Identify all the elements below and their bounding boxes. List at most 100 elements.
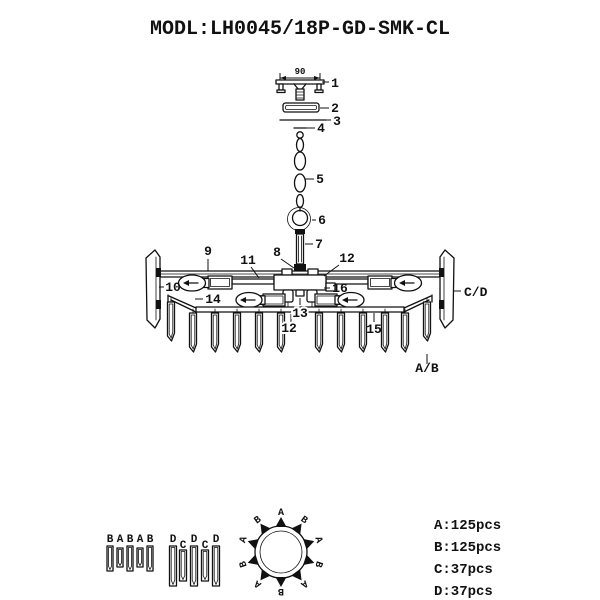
callout-11: 11 [240,253,256,268]
upper-left-bulb [177,274,210,292]
crystal-rod-b [126,545,134,572]
ring-marker-icon [247,539,259,550]
canopy [282,102,320,113]
bom-list: A:125pcs B:125pcs C:37pcs D:37pcs [434,518,501,600]
left-end-panel [145,249,161,329]
crystal-rod-d [211,545,221,587]
upper-right-socket [367,275,393,290]
ring-marker-icon [247,554,259,565]
ring-letter: B [238,559,250,568]
ring-marker-icon [291,568,302,581]
leader-lines [159,81,461,364]
legend-letter: D [213,534,220,546]
rod-coupler [294,264,306,271]
ring-letter: B [311,559,323,568]
legend-letter: C [180,540,187,552]
lower-left-socket [262,293,286,307]
ring-letter: A [253,577,264,589]
hub-nipple [295,289,305,297]
crystal-drop [314,308,324,353]
model-title: MODL:LH0045/18P-GD-SMK-CL [150,18,450,41]
callout-13: 13 [292,306,308,321]
callout-4: 4 [317,121,325,136]
right-end-panel [439,249,455,329]
callout-3: 3 [333,114,341,129]
callout-12-lower: 12 [281,321,297,336]
part-callouts: 1 2 3 4 5 6 7 8 9 10 11 12 12 13 14 15 1… [165,76,487,376]
upper-right-bulb [390,274,423,292]
legend-letter: D [191,534,198,546]
crystal-drop [422,297,432,342]
insert-arrow-icon [342,297,348,303]
insert-arrow-icon [399,280,405,286]
upper-left-socket [207,275,233,290]
callout-cd: C/D [464,285,488,300]
lower-ring-bar [167,294,433,313]
ring-letter: B [253,515,264,527]
crystal-rod-d [168,545,178,587]
legend-letter: A [117,534,124,546]
ceiling-bracket [275,79,325,101]
ring-marker-icon [303,554,315,565]
callout-12-upper: 12 [339,251,355,266]
crystal-drop [336,308,346,353]
legend-letter: B [127,534,134,546]
bom-item: C:37pcs [434,562,493,578]
crystal-rod-a [116,547,124,568]
callout-16: 16 [332,281,348,296]
crystal-rod-c [178,549,188,582]
center-hub [273,268,336,309]
legend-letter: A [137,534,144,546]
crystal-rod-c [200,549,210,582]
lower-left-bulb [235,291,266,309]
callout-8: 8 [273,245,281,260]
collar [295,229,305,234]
crystal-drop [188,308,198,353]
crystal-drop [166,297,176,342]
ring-letter: A [278,508,284,519]
side-socket-16 [325,282,336,292]
crystal-drop [254,308,264,353]
legend-letter: B [107,534,114,546]
legend-letter: B [147,534,154,546]
ring-marker-icon [291,523,302,536]
callout-10: 10 [165,280,181,295]
crystal-rod-b [106,545,114,572]
callout-1: 1 [331,76,339,91]
ring-letter: A [311,536,323,545]
bom-item: D:37pcs [434,584,493,600]
callout-15: 15 [366,322,382,337]
callout-ab: A/B [415,361,439,376]
crystal-drop [232,308,242,353]
down-rod [294,233,306,271]
dimension-label: 90 [295,67,306,77]
insert-arrow-icon [183,280,189,286]
callout-6: 6 [318,213,326,228]
crystal-drop [380,308,390,353]
ring-top-view: A B A B A B A B [238,508,324,596]
callout-7: 7 [315,237,323,252]
bom-item: A:125pcs [434,518,501,534]
insert-arrow-icon [240,297,246,303]
chain [293,131,307,209]
crystal-drop [210,308,220,353]
legend-letter: D [170,534,177,546]
crystal-rod-d [189,545,199,587]
ring-marker-icon [275,577,287,587]
legend-small-crystals: B A B A B [106,534,154,572]
ring-marker-icon [260,568,271,581]
ring-marker-icon [260,523,271,536]
ring-marker-icon [275,517,287,527]
crystal-rod-b [146,545,154,572]
ring-marker-icon [303,539,315,550]
ring-letter: B [298,515,309,527]
callout-2: 2 [331,101,339,116]
crystal-drop [400,308,410,353]
callout-5: 5 [316,172,324,187]
callout-14: 14 [205,292,221,307]
ring-letter: A [238,536,250,545]
hanging-ring [287,206,311,234]
legend-letter: C [202,540,209,552]
